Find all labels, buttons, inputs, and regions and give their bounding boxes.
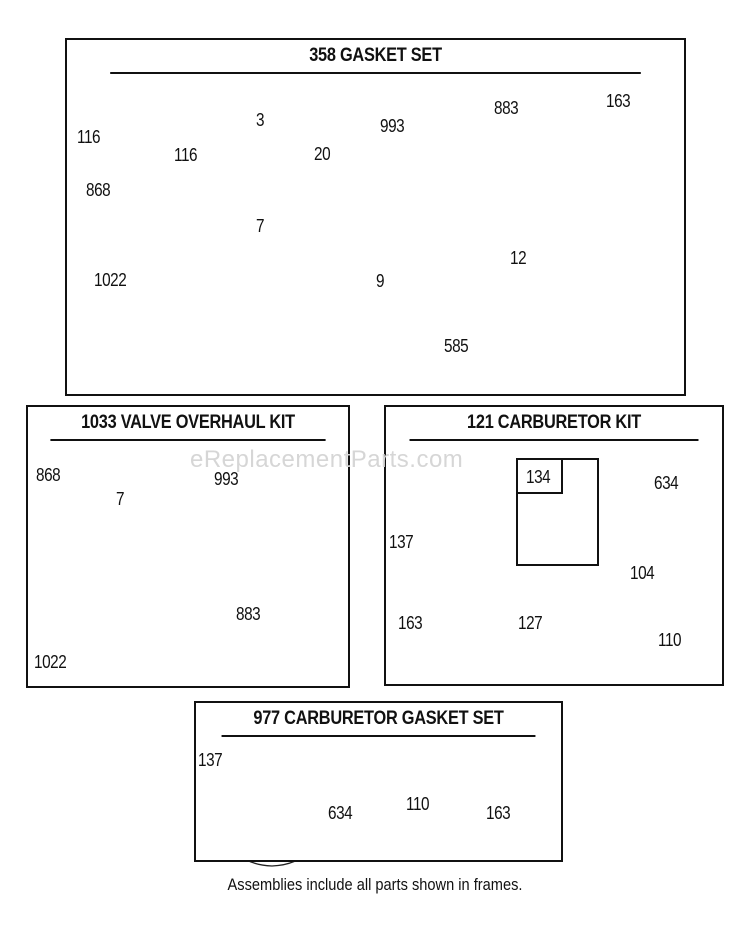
label-585: 585 <box>444 336 469 356</box>
footnote: Assemblies include all parts shown in fr… <box>227 875 523 894</box>
label-110: 110 <box>658 630 682 650</box>
frame-carburetor-gasket-set: 977 CARBURETOR GASKET SET <box>194 701 563 862</box>
frame-title: 358 GASKET SET <box>110 40 641 74</box>
frame-gasket-set: 358 GASKET SET <box>65 38 686 396</box>
label-9: 9 <box>376 271 385 291</box>
label-137: 137 <box>198 750 223 770</box>
label-7: 7 <box>116 489 125 509</box>
label-127: 127 <box>518 613 543 633</box>
label-634: 634 <box>328 803 353 823</box>
label-163: 163 <box>606 91 631 111</box>
label-116: 116 <box>174 145 198 165</box>
label-868: 868 <box>86 180 111 200</box>
label-3: 3 <box>256 110 265 130</box>
label-883: 883 <box>236 604 261 624</box>
label-883: 883 <box>494 98 519 118</box>
watermark: eReplacementParts.com <box>190 446 464 473</box>
label-868: 868 <box>36 465 61 485</box>
label-993: 993 <box>214 469 239 489</box>
frame-carburetor-kit: 121 CARBURETOR KIT <box>384 405 724 686</box>
label-993: 993 <box>380 116 405 136</box>
label-634: 634 <box>654 473 679 493</box>
frame-title: 977 CARBURETOR GASKET SET <box>221 703 536 737</box>
label-1022: 1022 <box>34 652 67 672</box>
label-20: 20 <box>314 144 331 164</box>
label-116: 116 <box>77 127 101 147</box>
label-1022: 1022 <box>94 270 127 290</box>
frame-title: 1033 VALVE OVERHAUL KIT <box>50 407 326 441</box>
label-163: 163 <box>486 803 511 823</box>
frame-valve-overhaul-kit: 1033 VALVE OVERHAUL KIT <box>26 405 350 688</box>
label-7: 7 <box>256 216 265 236</box>
label-110: 110 <box>406 794 430 814</box>
label-box-134 <box>516 458 563 494</box>
label-137: 137 <box>389 532 414 552</box>
frame-title: 121 CARBURETOR KIT <box>409 407 699 441</box>
label-12: 12 <box>510 248 527 268</box>
label-163: 163 <box>398 613 423 633</box>
label-104: 104 <box>630 563 655 583</box>
label-134: 134 <box>526 467 551 487</box>
